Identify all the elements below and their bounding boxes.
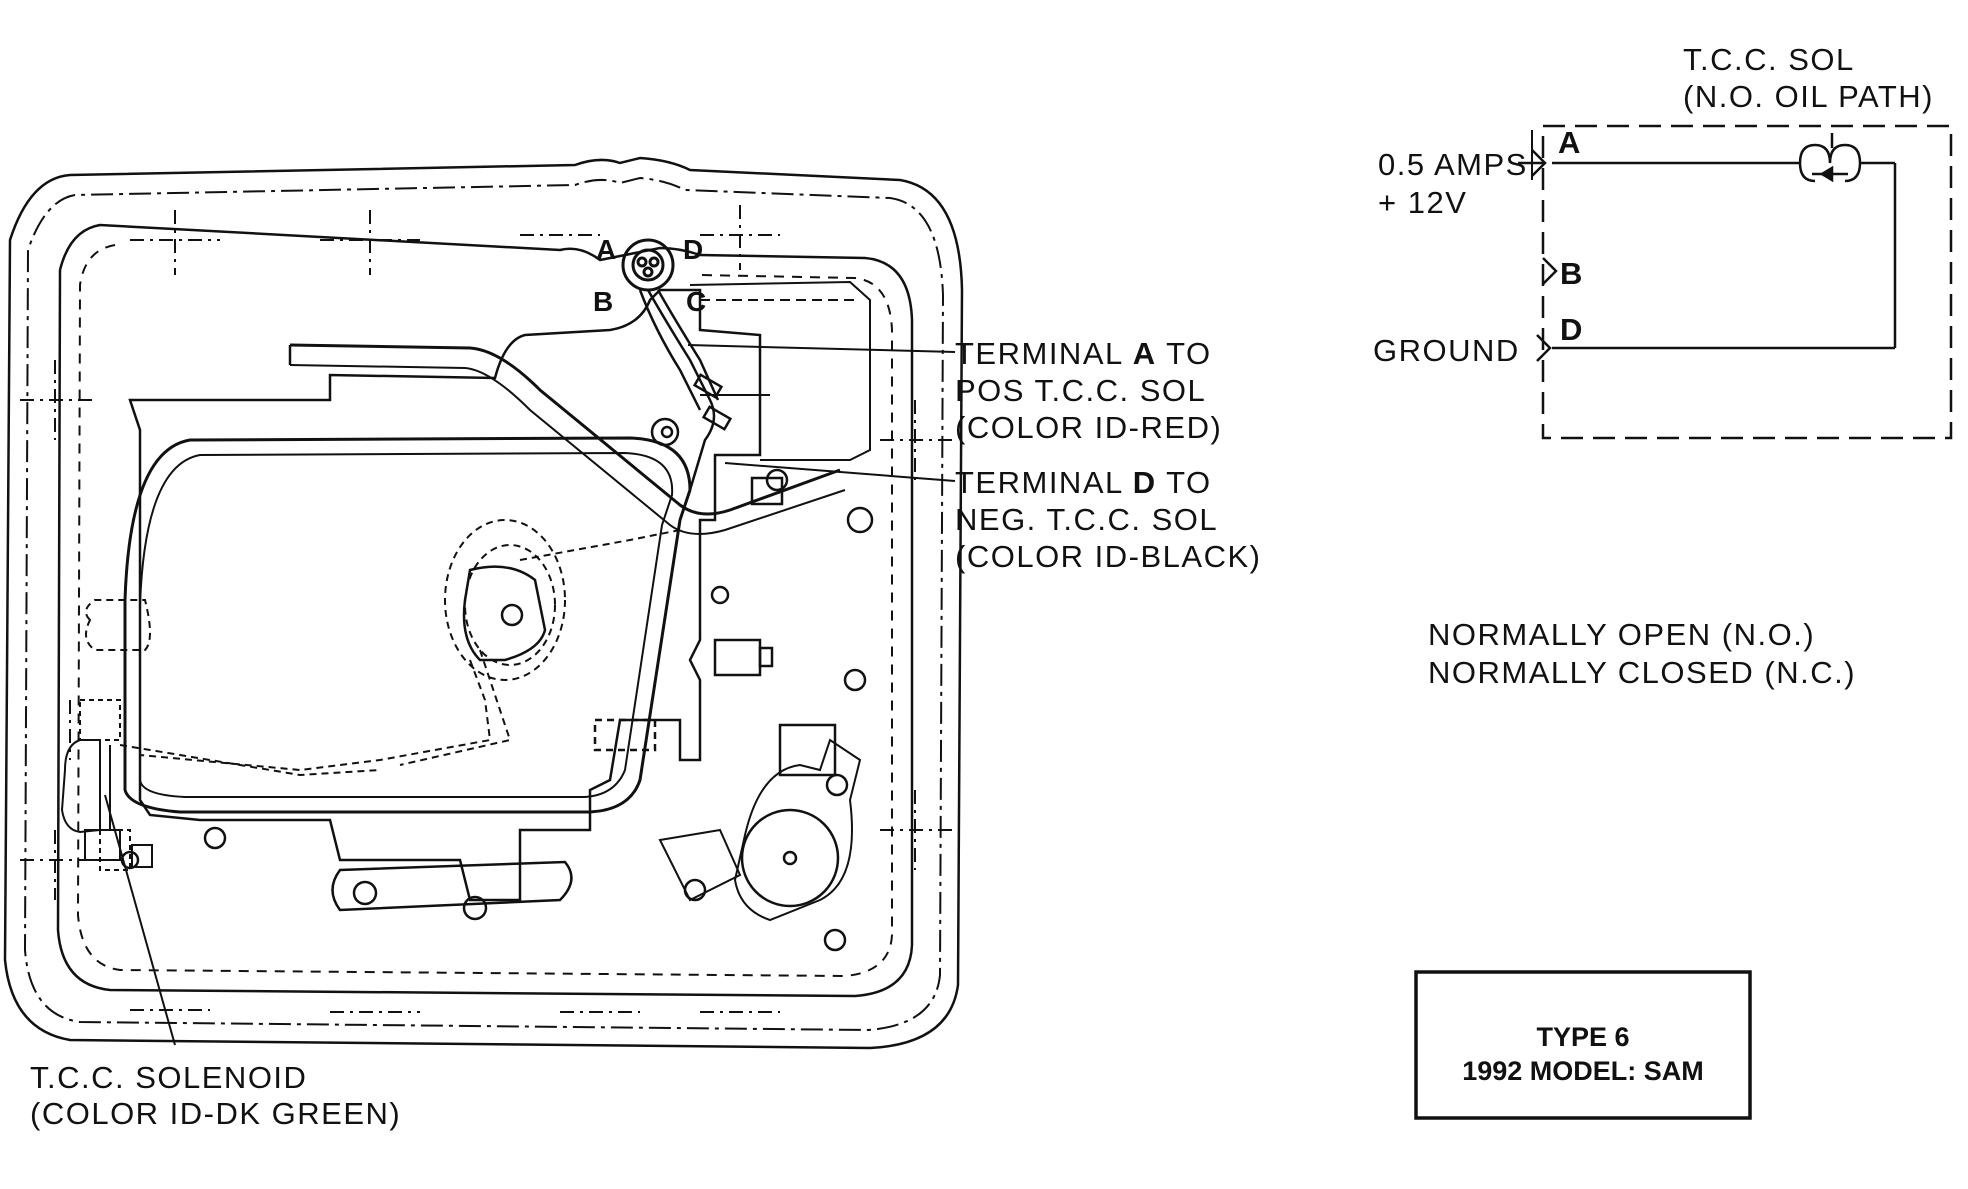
callout-solenoid-line2: (COLOR ID-DK GREEN) xyxy=(30,1096,401,1131)
type-box-frame xyxy=(1414,970,1752,1120)
callout-d-line3: (COLOR ID-BLACK) xyxy=(955,539,1261,574)
pressure-control-solenoid xyxy=(658,738,862,922)
schematic-voltage: + 12V xyxy=(1378,185,1467,220)
type-box-line1: TYPE 6 xyxy=(1536,1022,1629,1052)
legend-normally-closed: NORMALLY CLOSED (N.C.) xyxy=(1428,655,1856,690)
leader-terminal-d xyxy=(724,462,956,482)
harness-bracket xyxy=(689,280,871,461)
tcc-solenoid-part xyxy=(60,699,153,871)
legend-normally-open: NORMALLY OPEN (N.O.) xyxy=(1428,617,1815,652)
callout-a-letter: A xyxy=(1133,336,1157,371)
pan-terminal-d: D xyxy=(683,234,703,265)
pan-terminal-b: B xyxy=(593,286,613,317)
schematic-sol-subtitle: (N.O. OIL PATH) xyxy=(1683,79,1934,114)
detent-lever xyxy=(462,565,547,662)
pan-terminal-a: A xyxy=(596,234,616,265)
callout-terminal-a: TERMINAL A TO POS T.C.C. SOL (COLOR ID-R… xyxy=(955,336,1222,445)
chevron-b-icon xyxy=(1542,257,1558,285)
callout-d-prefix: TERMINAL xyxy=(955,465,1133,500)
pan-bolts xyxy=(120,417,874,952)
filter-screen xyxy=(123,436,692,814)
schematic-dashed-box xyxy=(1541,124,1953,440)
callout-solenoid: T.C.C. SOLENOID (COLOR ID-DK GREEN) xyxy=(30,1060,401,1131)
harness-wires xyxy=(638,289,733,491)
transmission-pan xyxy=(3,156,964,1050)
detent-lever-hidden xyxy=(85,519,681,777)
chevron-a-icon xyxy=(1531,149,1547,177)
filter-screen-inner xyxy=(139,451,674,798)
schematic-terminal-a: A xyxy=(1558,125,1580,160)
pan-connector xyxy=(621,238,675,292)
schematic-terminal-d: D xyxy=(1560,312,1582,347)
pan-inner-dashed xyxy=(76,244,893,978)
solenoid-coil-icon xyxy=(1798,143,1862,183)
schematic-circuit xyxy=(1552,133,1897,350)
fluid-tube-inner xyxy=(289,364,846,535)
callout-d-suffix: TO xyxy=(1157,465,1212,500)
solenoid-block-mid xyxy=(713,638,762,677)
legend: NORMALLY OPEN (N.O.) NORMALLY CLOSED (N.… xyxy=(1428,617,1856,690)
leader-lines xyxy=(104,344,956,1046)
callout-a-prefix: TERMINAL xyxy=(955,336,1133,371)
fluid-tube xyxy=(289,343,841,516)
schematic-terminal-b: B xyxy=(1560,256,1582,291)
valve-body-plate xyxy=(128,288,762,902)
tcc-schematic: T.C.C. SOL (N.O. OIL PATH) A B D xyxy=(1373,42,1953,440)
callout-a-line3: (COLOR ID-RED) xyxy=(955,410,1222,445)
chevron-d-icon xyxy=(1536,334,1552,362)
callout-a-suffix: TO xyxy=(1157,336,1212,371)
schematic-amps: 0.5 AMPS xyxy=(1378,147,1528,182)
type-box: TYPE 6 1992 MODEL: SAM xyxy=(1414,970,1752,1120)
callout-solenoid-line1: T.C.C. SOLENOID xyxy=(30,1060,307,1095)
pan-outer-outline xyxy=(3,156,964,1050)
svg-text:TERMINAL D TO: TERMINAL D TO xyxy=(955,465,1212,500)
pan-inner-outline xyxy=(56,223,914,998)
flange-markers xyxy=(20,205,955,1013)
connector-chevrons xyxy=(1518,149,1558,362)
callout-terminal-d: TERMINAL D TO NEG. T.C.C. SOL (COLOR ID-… xyxy=(955,465,1261,574)
svg-text:TERMINAL A TO: TERMINAL A TO xyxy=(955,336,1212,371)
leader-solenoid xyxy=(104,794,176,1046)
type-box-line2: 1992 MODEL: SAM xyxy=(1462,1056,1704,1086)
solenoid-block-upper xyxy=(750,476,784,506)
callout-a-line2: POS T.C.C. SOL xyxy=(955,373,1206,408)
callout-d-letter: D xyxy=(1133,465,1157,500)
pan-dashdot-outline xyxy=(23,176,945,1032)
leader-terminal-a xyxy=(687,344,956,353)
callout-d-line2: NEG. T.C.C. SOL xyxy=(955,502,1218,537)
schematic-sol-title: T.C.C. SOL xyxy=(1683,42,1855,77)
schematic-ground: GROUND xyxy=(1373,333,1520,368)
lower-link xyxy=(331,860,573,912)
pan-terminal-c: C xyxy=(686,286,706,317)
